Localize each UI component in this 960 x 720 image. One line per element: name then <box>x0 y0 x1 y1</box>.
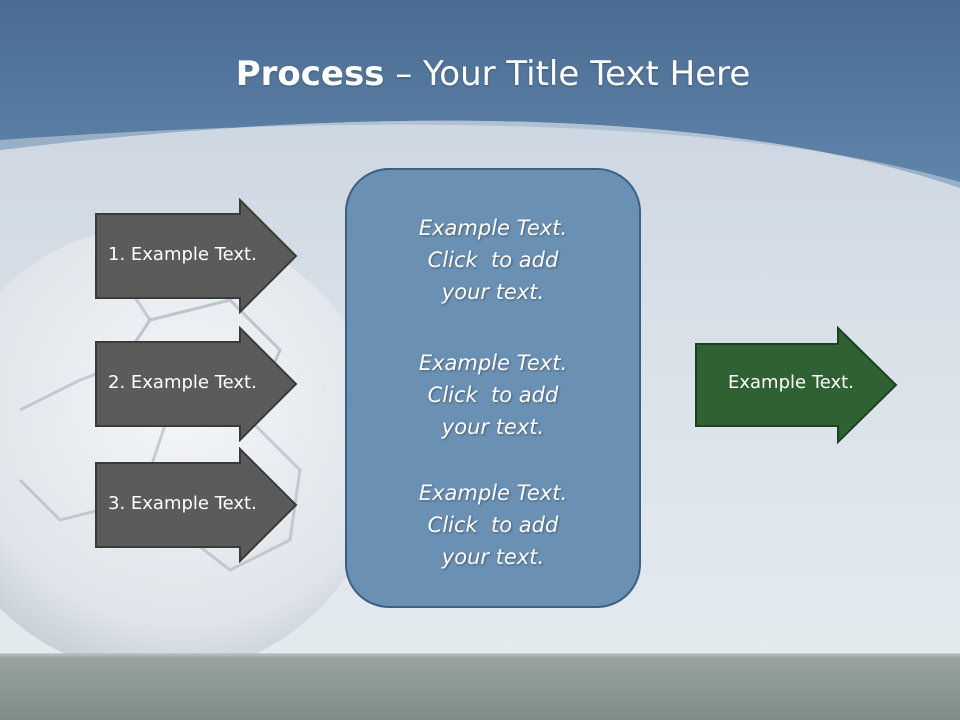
left-arrow-1[interactable] <box>94 198 300 314</box>
center-paragraph-1: Example Text. Click to add your text. <box>345 212 641 308</box>
slide-title[interactable]: Process – Your Title Text Here <box>0 52 960 96</box>
center-paragraph-1-line1: Example Text. <box>418 216 568 240</box>
title-rest: – Your Title Text Here <box>384 54 751 94</box>
left-arrow-2[interactable] <box>94 326 300 442</box>
center-paragraph-2-line2: Click to add <box>427 383 559 407</box>
center-paragraph-3-line2: Click to add <box>427 513 559 537</box>
center-paragraph-2-line1: Example Text. <box>418 351 568 375</box>
left-arrow-3-label: 3. Example Text. <box>108 493 257 514</box>
center-paragraph-1-line2: Click to add <box>427 248 559 272</box>
center-paragraph-1-line3: your text. <box>441 280 545 304</box>
center-text-box[interactable] <box>345 168 641 608</box>
center-paragraph-2-line3: your text. <box>441 415 545 439</box>
right-arrow-label: Example Text. <box>728 372 854 393</box>
center-paragraph-3-line1: Example Text. <box>418 481 568 505</box>
center-paragraph-3: Example Text. Click to add your text. <box>345 477 641 573</box>
left-arrow-3[interactable] <box>94 447 300 563</box>
right-arrow[interactable] <box>694 326 900 446</box>
center-paragraph-3-line3: your text. <box>441 545 545 569</box>
left-arrow-1-label: 1. Example Text. <box>108 244 257 265</box>
title-bold: Process <box>235 54 385 94</box>
center-paragraph-2: Example Text. Click to add your text. <box>345 347 641 443</box>
left-arrow-2-label: 2. Example Text. <box>108 372 257 393</box>
